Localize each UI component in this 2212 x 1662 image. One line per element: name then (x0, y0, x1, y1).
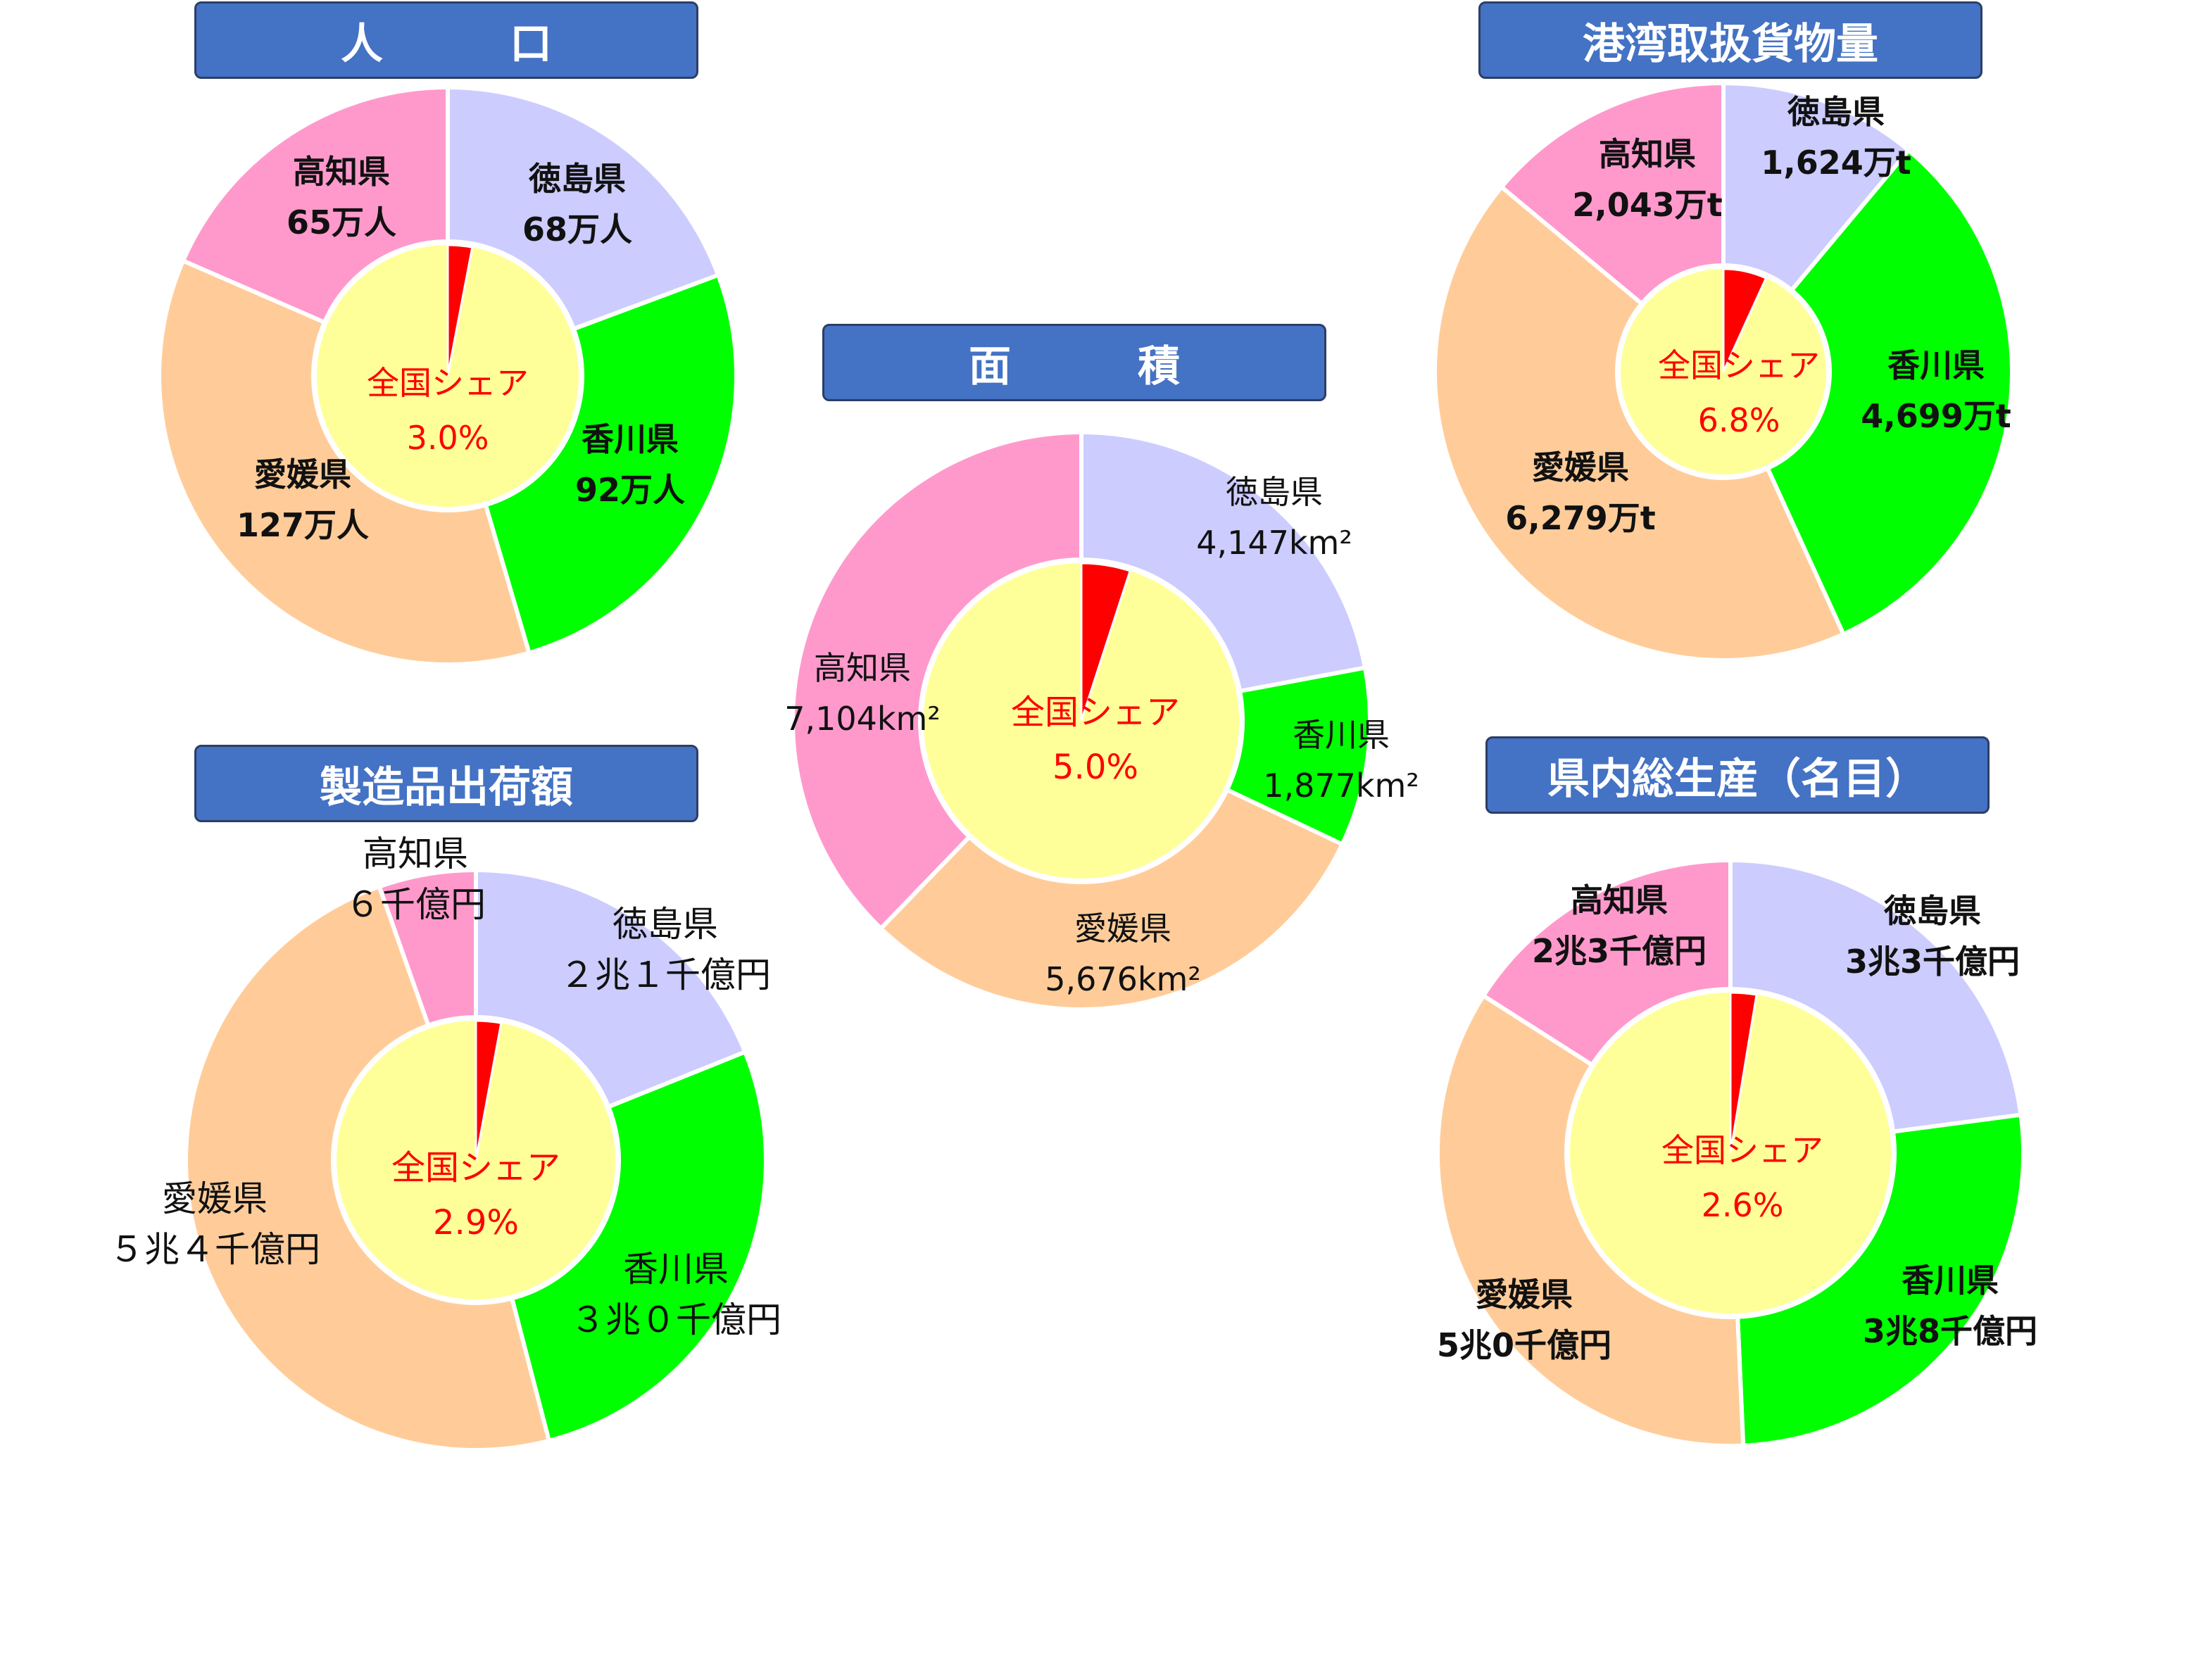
title-port: 港湾取扱貨物量 (1478, 1, 1982, 79)
share-slice-population (446, 244, 474, 377)
value-label-manufacturing-3: ６千億円 (345, 884, 486, 925)
pie-port: 全国シェア 6.8% 徳島県 1,624万t 香川県 4,699万t 愛媛県 6,279万t 高… (1432, 80, 2014, 662)
share-label-area: 全国シェア (1011, 693, 1180, 732)
category-label-manufacturing-2: 愛媛県 (162, 1178, 268, 1219)
share-label-manufacturing: 全国シェア (391, 1148, 560, 1188)
value-label-manufacturing-2: ５兆４千億円 (109, 1229, 320, 1270)
value-label-port-2: 6,279万t (1505, 499, 1656, 537)
category-label-gdp-2: 愛媛県 (1476, 1276, 1573, 1314)
value-label-manufacturing-0: ２兆１千億円 (560, 955, 771, 995)
category-label-port-3: 高知県 (1599, 135, 1696, 173)
category-label-area-2: 愛媛県 (1074, 909, 1171, 948)
value-label-gdp-1: 3兆8千億円 (1863, 1312, 2037, 1350)
category-label-population-3: 高知県 (293, 153, 390, 191)
value-label-area-0: 4,147km² (1196, 524, 1352, 562)
category-label-area-1: 香川県 (1293, 716, 1390, 754)
value-label-population-3: 65万人 (287, 203, 396, 241)
value-label-population-1: 92万人 (575, 471, 685, 509)
share-value-manufacturing: 2.9% (433, 1203, 519, 1242)
title-manufacturing: 製造品出荷額 (194, 745, 698, 822)
category-label-port-2: 愛媛県 (1532, 448, 1629, 486)
pie-area: 全国シェア 5.0% 徳島県 4,147km² 香川県 1,877km² 愛媛県 5,676k… (784, 429, 1419, 1012)
value-label-area-2: 5,676km² (1045, 960, 1201, 998)
share-slice-area (1080, 562, 1132, 722)
category-label-population-1: 香川県 (582, 420, 679, 458)
category-label-manufacturing-3: 高知県 (363, 833, 468, 874)
value-label-gdp-2: 5兆0千億円 (1437, 1326, 1611, 1364)
value-label-port-3: 2,043万t (1572, 186, 1723, 224)
title-area: 面 積 (822, 324, 1326, 401)
category-label-gdp-3: 高知県 (1571, 881, 1668, 919)
category-label-port-0: 徳島県 (1787, 93, 1885, 131)
share-slice-gdp (1729, 991, 1758, 1154)
category-label-population-2: 愛媛県 (254, 455, 351, 493)
category-label-manufacturing-0: 徳島県 (612, 904, 718, 945)
share-label-gdp: 全国シェア (1661, 1131, 1823, 1169)
category-label-manufacturing-1: 香川県 (623, 1249, 729, 1290)
share-slice-manufacturing (475, 1019, 503, 1161)
share-label-port: 全国シェア (1658, 346, 1820, 384)
value-label-area-3: 7,104km² (784, 700, 941, 738)
share-value-area: 5.0% (1052, 748, 1138, 787)
title-gdp: 県内総生産（名目） (1485, 736, 1990, 814)
category-label-area-0: 徳島県 (1226, 473, 1323, 511)
share-label-population: 全国シェア (367, 364, 529, 402)
share-value-population: 3.0% (407, 419, 489, 457)
share-value-port: 6.8% (1698, 401, 1780, 439)
value-label-port-0: 1,624万t (1761, 144, 1911, 182)
value-label-population-0: 68万人 (522, 210, 632, 248)
value-label-population-2: 127万人 (237, 506, 369, 544)
category-label-port-1: 香川県 (1887, 346, 1985, 384)
value-label-gdp-0: 3兆3千億円 (1845, 943, 2020, 981)
category-label-population-0: 徳島県 (528, 160, 626, 198)
value-label-manufacturing-1: ３兆０千億円 (570, 1299, 781, 1340)
share-value-gdp: 2.6% (1702, 1186, 1784, 1224)
category-label-gdp-0: 徳島県 (1883, 892, 1981, 930)
share-slice-port (1722, 267, 1768, 372)
value-label-area-1: 1,877km² (1263, 767, 1419, 805)
value-label-port-1: 4,699万t (1861, 397, 2011, 435)
title-population: 人 口 (194, 1, 698, 79)
slice-port-1 (1721, 147, 2014, 637)
category-label-area-3: 高知県 (814, 649, 911, 687)
value-label-gdp-3: 2兆3千億円 (1532, 932, 1707, 970)
category-label-gdp-1: 香川県 (1902, 1261, 1999, 1299)
